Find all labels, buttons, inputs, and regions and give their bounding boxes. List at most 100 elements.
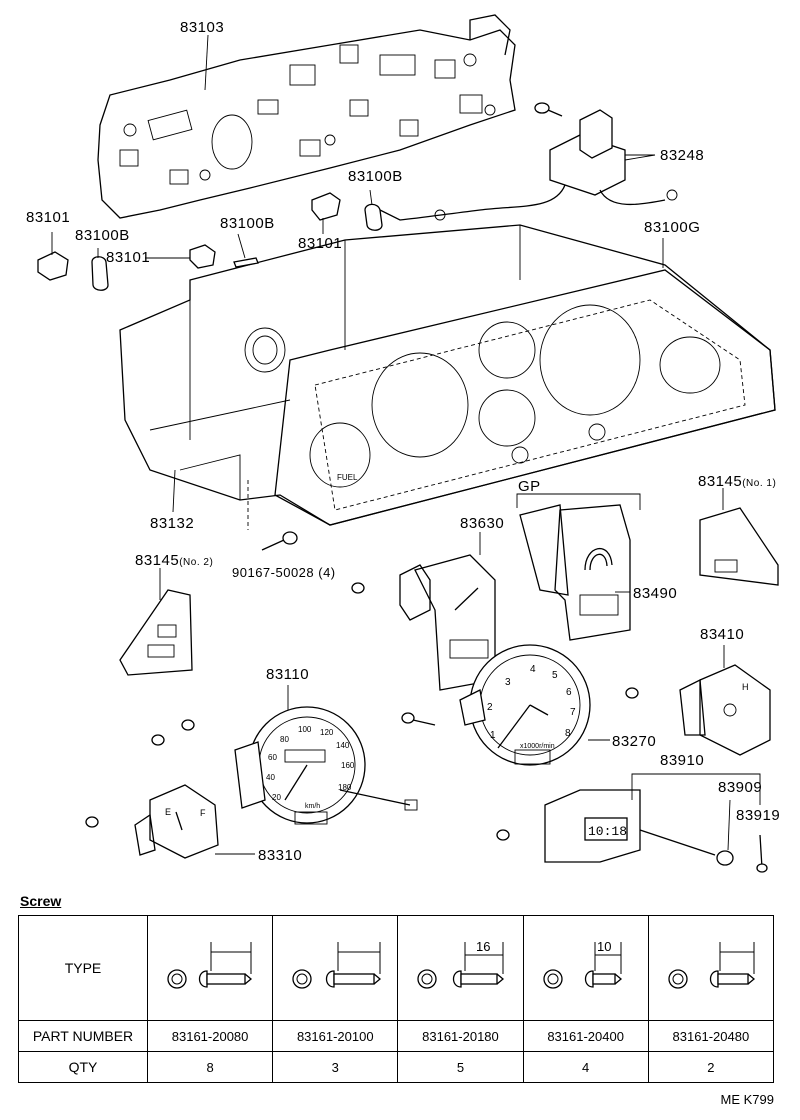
bulb-sockets	[37, 192, 383, 291]
callout-90167: 90167-50028 (4)	[232, 565, 336, 580]
screw-drawing	[668, 941, 755, 989]
screw-drawing: 16	[417, 939, 505, 989]
type-row-label: TYPE	[18, 915, 148, 1021]
mounting-screws	[85, 102, 639, 841]
callout-83630: 83630	[460, 515, 505, 532]
callout-83310: 83310	[258, 847, 303, 864]
callout-83132: 83132	[150, 515, 195, 532]
callout-83100b-left: 83100B	[75, 227, 130, 244]
callout-83919: 83919	[736, 807, 781, 824]
screw-dimension: 10	[597, 939, 611, 954]
fuel-e-text: E	[165, 807, 171, 817]
speed-number: 20	[272, 793, 281, 802]
tach-number: 3	[505, 677, 511, 688]
clock-display-text: 10:18	[588, 824, 627, 839]
tach-number: 8	[565, 728, 571, 739]
screw-type-cell	[647, 915, 775, 1021]
screw-table: TYPE 16	[18, 915, 775, 1083]
qty-cell: 3	[272, 1051, 399, 1083]
temp-h-text: H	[742, 682, 749, 692]
speed-number: 60	[268, 753, 277, 762]
speed-number: 120	[320, 728, 334, 737]
speed-number: 160	[341, 761, 355, 770]
part-number-cell: 83161-20100	[272, 1020, 399, 1052]
printed-circuit-board	[97, 14, 516, 219]
fuel-f-text: F	[200, 808, 206, 818]
qty-row-label: QTY	[18, 1051, 148, 1083]
tach-unit-text: x1000r/min	[520, 743, 555, 750]
qty-row: QTY 8 3 5 4 2	[18, 1051, 775, 1083]
type-row: TYPE 16	[18, 915, 775, 1021]
callout-83910: 83910	[660, 752, 705, 769]
exploded-parts-diagram: FUEL	[26, 14, 781, 873]
screw-drawing	[167, 941, 253, 989]
part-number-row: PART NUMBER 83161-20080 83161-20100 8316…	[18, 1020, 775, 1052]
qty-cell: 8	[146, 1051, 274, 1083]
qty-cell: 4	[522, 1051, 649, 1083]
part-number-cell: 83161-20400	[522, 1020, 649, 1052]
plate-83145-no1	[699, 507, 779, 586]
speed-number: 140	[336, 741, 350, 750]
callout-83145-no1: 83145(No. 1)	[698, 474, 776, 489]
callout-83145-no2-number: 83145	[135, 552, 180, 569]
part-number-cell: 83161-20080	[146, 1020, 274, 1052]
tach-number: 5	[552, 670, 558, 681]
tach-number: 4	[530, 664, 536, 675]
tach-number: 2	[487, 702, 493, 713]
clock-assembly	[544, 789, 768, 873]
screw-drawing	[292, 941, 382, 989]
callout-gp: GP	[518, 478, 541, 495]
leader-lines	[51, 154, 761, 855]
screw-90167	[261, 531, 298, 551]
callout-83909: 83909	[718, 779, 763, 796]
callout-83110: 83110	[266, 666, 310, 683]
fuel-text: FUEL	[337, 473, 358, 482]
speed-number: 40	[266, 773, 275, 782]
screw-type-cell: 16	[397, 915, 524, 1021]
callout-83101-mid: 83101	[106, 249, 151, 266]
screw-dimension: 16	[476, 939, 490, 954]
plate-83145-no2	[119, 589, 193, 676]
screw-table-title: Screw	[20, 893, 62, 909]
combination-meter-housing	[119, 224, 776, 530]
qty-cell: 2	[647, 1051, 775, 1083]
screw-type-cell	[272, 915, 399, 1021]
callout-83145-no2-suffix: (No. 2)	[179, 557, 214, 568]
callout-83101-center: 83101	[298, 235, 343, 252]
callout-83103: 83103	[180, 19, 225, 36]
diagram-drawing: FUEL	[37, 14, 779, 873]
qty-cell: 5	[397, 1051, 524, 1083]
speed-unit-text: km/h	[305, 803, 320, 810]
tach-number: 1	[490, 730, 496, 741]
part-number-cell: 83161-20480	[647, 1020, 775, 1052]
tach-numbers: 1 2 3 4 5 6 7 8	[487, 664, 576, 741]
callout-83100b-top: 83100B	[348, 168, 403, 185]
resistor-assembly	[379, 109, 678, 221]
callout-83270: 83270	[612, 733, 657, 750]
part-number-row-label: PART NUMBER	[18, 1020, 148, 1052]
tach-number: 6	[566, 687, 572, 698]
meter-assembly-83490	[519, 504, 631, 641]
speedometer	[234, 706, 418, 825]
screw-type-cell	[146, 915, 274, 1021]
fuel-gauge	[679, 664, 771, 756]
part-number-cell: 83161-20180	[397, 1020, 524, 1052]
diagram-code: ME K799	[720, 1092, 774, 1107]
callout-83248: 83248	[660, 147, 705, 164]
callout-83101-left: 83101	[26, 209, 71, 226]
callout-83145-no1-suffix: (No. 1)	[742, 478, 777, 489]
callout-83100g: 83100G	[644, 219, 701, 236]
callout-83100b-mid: 83100B	[220, 215, 275, 232]
speed-numbers: 20 40 60 80 100 120 140 160 180	[266, 725, 355, 802]
tachometer	[459, 644, 591, 766]
temperature-gauge	[399, 554, 496, 691]
callout-83410: 83410	[700, 626, 745, 643]
tach-number: 7	[570, 707, 576, 718]
speed-number: 180	[338, 783, 352, 792]
speed-number: 80	[280, 735, 289, 744]
gauge-83310	[134, 784, 219, 859]
callout-83490: 83490	[633, 585, 678, 602]
screw-type-cell: 10	[522, 915, 649, 1021]
callout-83145-no2: 83145(No. 2)	[135, 553, 213, 568]
speed-number: 100	[298, 725, 312, 734]
